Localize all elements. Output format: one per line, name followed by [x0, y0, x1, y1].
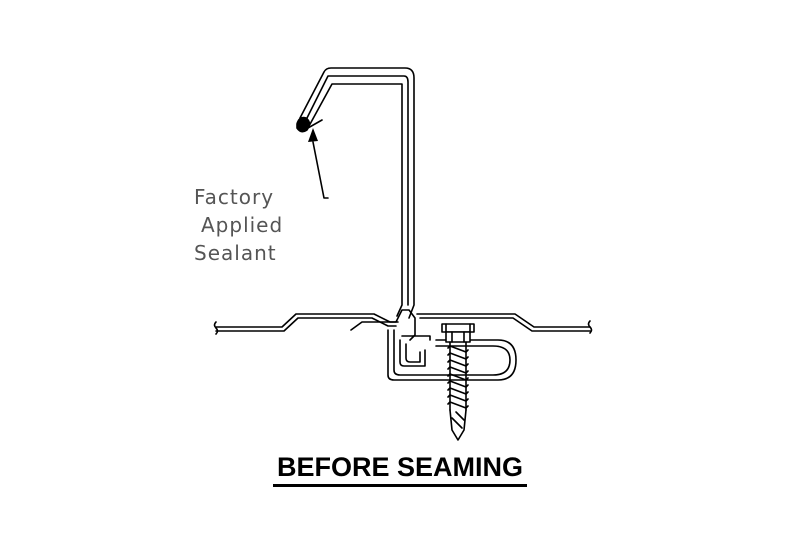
- sealant-leader: [308, 128, 329, 199]
- roof-panel: [213, 313, 593, 335]
- panel-clip-profile: [299, 67, 415, 319]
- sealant-bead: [296, 116, 323, 133]
- diagram-title: BEFORE SEAMING: [0, 452, 800, 487]
- label-applied: Applied: [201, 213, 284, 237]
- label-factory: Factory: [194, 185, 275, 209]
- label-sealant: Sealant: [194, 241, 277, 265]
- diagram-title-text: BEFORE SEAMING: [272, 452, 528, 487]
- seam-fold: [350, 309, 517, 381]
- screw: [441, 323, 475, 441]
